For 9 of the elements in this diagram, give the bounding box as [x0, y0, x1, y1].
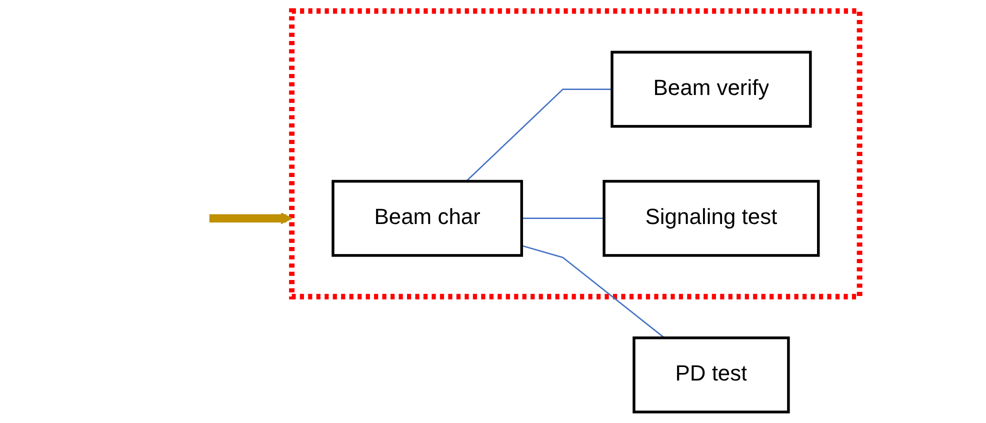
arrow: [209, 212, 292, 224]
connector: [465, 88, 612, 182]
node-box: Signaling test: [602, 180, 820, 257]
connector: [521, 244, 664, 338]
cluster: [288, 8, 862, 300]
node-box: PD test: [632, 336, 790, 414]
node-box: Beam verify: [610, 50, 812, 128]
node-box: Beam char: [331, 180, 523, 257]
connector: [521, 218, 604, 220]
